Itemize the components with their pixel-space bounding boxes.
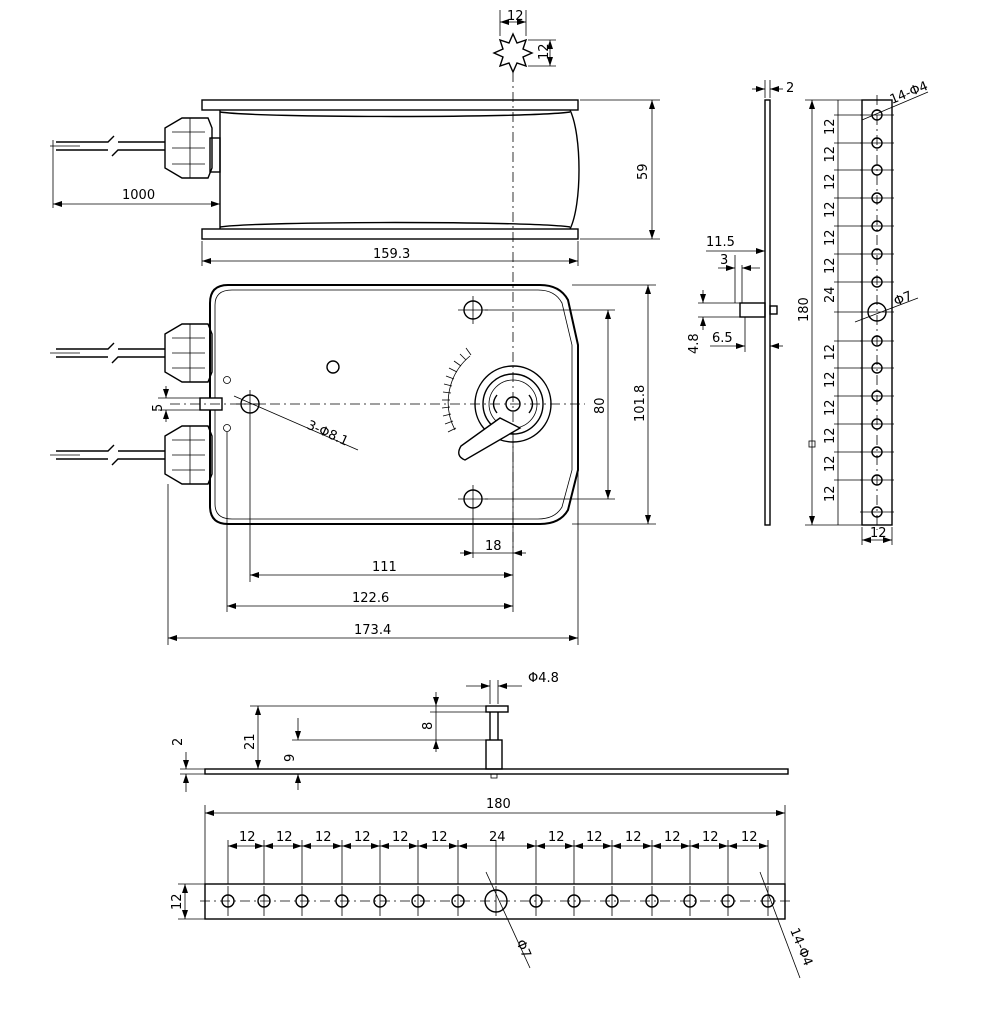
pitch-label: 12 — [823, 257, 838, 274]
hub-offset-label: 18 — [485, 539, 502, 554]
pitch-label: 12 — [823, 371, 838, 388]
pitch-label: 12 — [276, 830, 293, 845]
side-height-label: 59 — [636, 163, 651, 180]
dim-1226-label: 122.6 — [352, 591, 389, 606]
hole-spacing-label: 80 — [593, 397, 608, 414]
pitch-label: 12 — [823, 146, 838, 163]
pitch-label: 12 — [823, 118, 838, 135]
strip-side-view-bottom: Φ4.8 21 9 8 2 — [171, 671, 789, 792]
pitch-label: 12 — [315, 830, 332, 845]
dim-8-label: 8 — [421, 722, 436, 730]
pitch-label: 12 — [354, 830, 371, 845]
slot-width-label: 5 — [151, 404, 166, 412]
pitch-label: 12 — [431, 830, 448, 845]
pitch-label: 12 — [586, 830, 603, 845]
cable-length-label: 1000 — [122, 188, 155, 203]
dim-115-label: 11.5 — [706, 235, 735, 250]
small-holes-label-horizontal: 14-Φ4 — [786, 926, 815, 968]
strip-front-view-horizontal: 180 12 12 12 12 12 12 24 12 12 12 12 12 12 12 Φ7 14-… — [170, 797, 815, 979]
vertical-strip-length-label: 180 — [797, 297, 812, 322]
large-hole-label-horizontal: Φ7 — [512, 938, 533, 961]
pitch-label: 12 — [823, 229, 838, 246]
pitch-label: 12 — [625, 830, 642, 845]
star-shaft-symbol: 12 12 — [492, 9, 556, 74]
actuator-front-view: 5 3-Φ8.1 80 101.8 18 111 122.6 173.4 — [50, 284, 656, 645]
pitch-label: 12 — [664, 830, 681, 845]
strip-thickness-label: 2 — [786, 81, 794, 96]
actuator-side-view: 1000 59 159.3 — [50, 99, 660, 266]
dim-9-label: 9 — [283, 754, 298, 762]
pitch-label: 12 — [823, 427, 838, 444]
side-width-label: 159.3 — [373, 247, 410, 262]
pitch-label: 12 — [702, 830, 719, 845]
pin-diameter-label: Φ4.8 — [528, 671, 559, 686]
large-hole-label-vertical: Φ7 — [892, 289, 915, 310]
pitch-label: 12 — [823, 201, 838, 218]
strip-side-view: 2 11.5 3 4.8 6.5 — [687, 80, 794, 526]
dim-65-label: 6.5 — [712, 331, 733, 346]
pitch-label: 24 — [489, 830, 506, 845]
horizontal-strip-length-label: 180 — [486, 797, 511, 812]
body-height-label: 101.8 — [633, 385, 648, 422]
dim-3-label: 3 — [720, 253, 728, 268]
dim-1734-label: 173.4 — [354, 623, 391, 638]
pitch-label: 12 — [823, 173, 838, 190]
dim-111-label: 111 — [372, 560, 397, 575]
star-width-label: 12 — [507, 9, 524, 24]
dim-2-label: 2 — [171, 738, 186, 746]
pitch-label: 12 — [823, 485, 838, 502]
pitch-label: 12 — [548, 830, 565, 845]
pitch-label: 12 — [823, 344, 838, 361]
pitch-label: 24 — [823, 286, 838, 303]
pitch-label: 12 — [823, 399, 838, 416]
horizontal-strip-width-label: 12 — [170, 893, 185, 910]
vertical-strip-width-label: 12 — [870, 526, 887, 541]
pitch-label: 12 — [392, 830, 409, 845]
pitch-label: 12 — [239, 830, 256, 845]
star-height-label: 12 — [537, 43, 552, 60]
pitch-label: 12 — [823, 455, 838, 472]
small-holes-label-vertical: 14-Φ4 — [888, 79, 930, 108]
dim-48-label: 4.8 — [687, 333, 702, 354]
pitch-label: 12 — [741, 830, 758, 845]
fixing-holes-label: 3-Φ8.1 — [304, 418, 350, 450]
dim-21-label: 21 — [243, 733, 258, 750]
